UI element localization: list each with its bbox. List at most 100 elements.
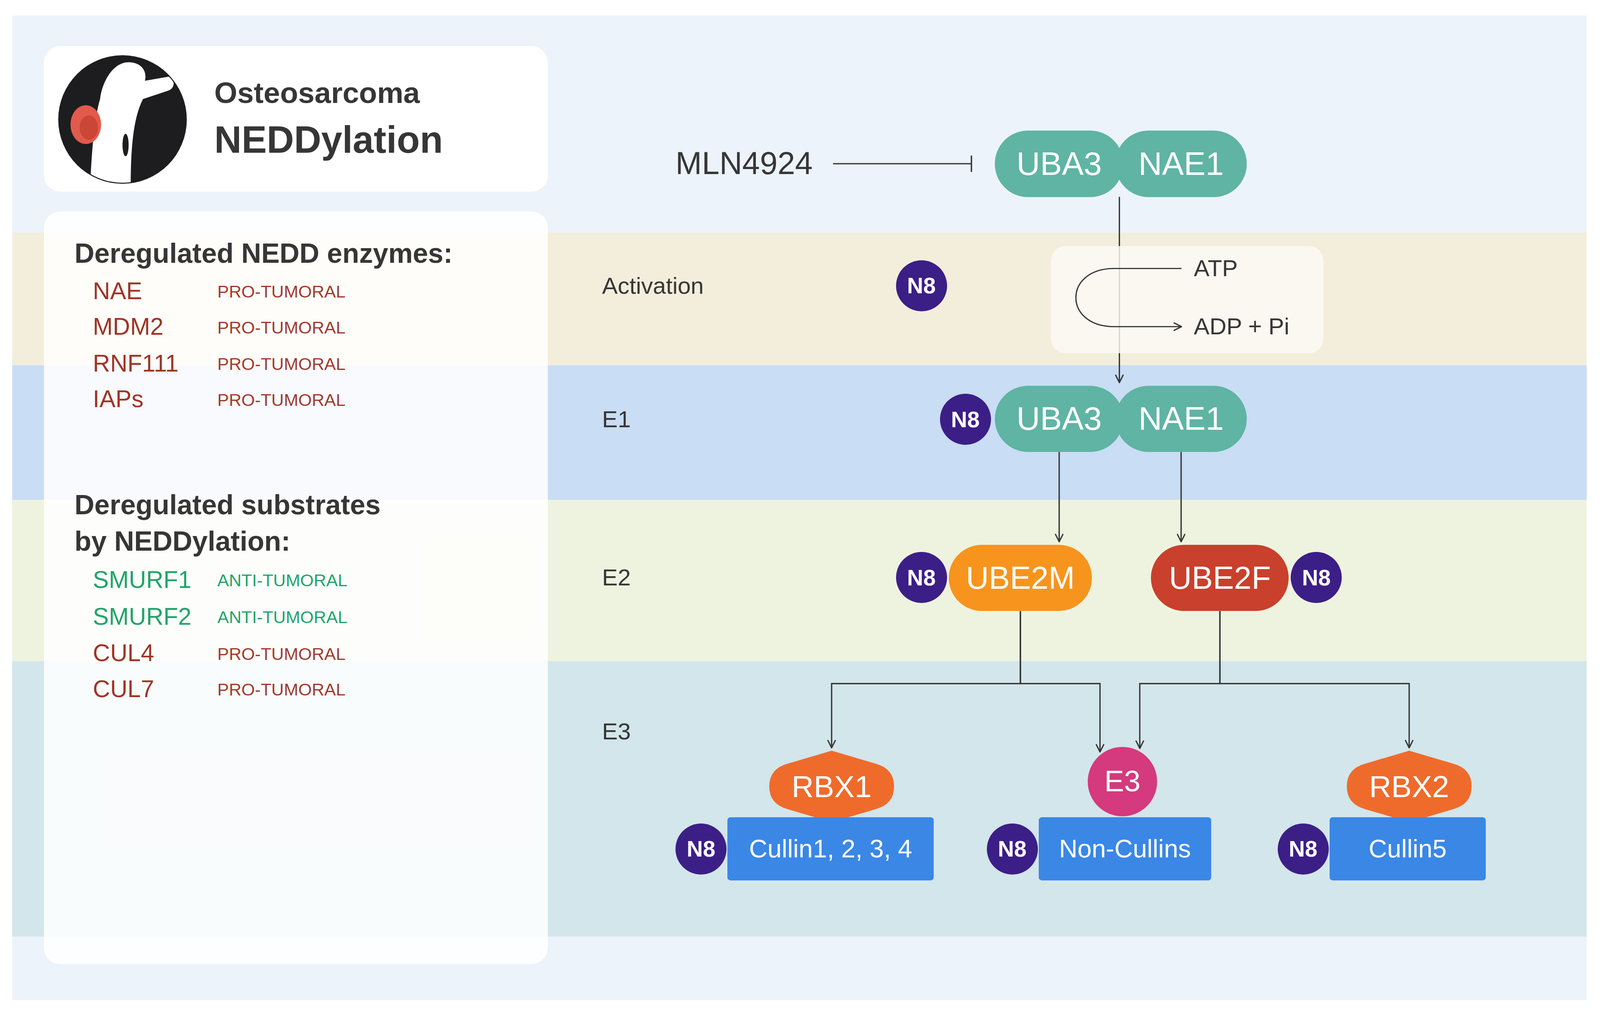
role-tag: PRO-TUMORAL: [217, 317, 346, 338]
node-text: RBX1: [791, 768, 872, 806]
text-slot: Deregulated NEDD enzymes:: [74, 236, 453, 270]
stage-label: E1: [601, 405, 631, 433]
tumor-core: [79, 115, 98, 140]
role-tag: ANTI-TUMORAL: [217, 607, 348, 627]
text-slot: NEDDylation: [214, 117, 443, 163]
node-text: N8: [950, 405, 980, 433]
energy-box: ATP ADP + Pi: [1050, 246, 1324, 354]
inhibition-line: [833, 163, 972, 165]
role-tag: PRO-TUMORAL: [217, 644, 346, 664]
stage-band: E2 N8 UBE2M UBE2F N8: [12, 500, 1587, 662]
text-slot: Deregulated substrates by NEDDylation:: [74, 486, 401, 560]
node-text: RBX2: [1369, 768, 1450, 806]
panel-heading: Deregulated substrates by NEDDylation:: [74, 486, 401, 560]
text-slot: PRO-TUMORAL: [217, 354, 346, 375]
drug-label: MLN4924: [675, 145, 813, 181]
nedd8-badge: N8: [675, 823, 727, 875]
text-slot: NAE: [92, 276, 143, 306]
gene-name: IAPs: [92, 385, 144, 413]
node-text: Non-Cullins: [1059, 833, 1192, 865]
node-text: E3: [1104, 763, 1141, 800]
info-panel: Deregulated NEDD enzymes: NAE PRO-TUMORAL M…: [43, 211, 548, 965]
nedd8-badge: N8: [1277, 823, 1329, 875]
node-text: Cullin1, 2, 3, 4: [749, 833, 913, 865]
e2-pill: UBE2M: [948, 544, 1092, 612]
stage-band: E1 N8 UBA3 NAE1: [12, 365, 1587, 501]
stage-band: E3RBX1N8Cullin1, 2, 3, 4E3N8Non-CullinsR…: [12, 661, 1587, 937]
role-tag: PRO-TUMORAL: [217, 390, 346, 410]
badge-fill: [1346, 750, 1472, 823]
enzyme-pill: NAE1: [1115, 385, 1248, 453]
node-text: N8: [1288, 835, 1318, 863]
role-tag: PRO-TUMORAL: [217, 354, 346, 375]
text-slot: MDM2: [92, 312, 164, 342]
connector: [1058, 452, 1060, 542]
ring-box-protein: RBX1: [769, 750, 894, 823]
nedd8-badge: N8: [1290, 552, 1342, 604]
enzyme-pill: NAE1: [1115, 130, 1248, 197]
tumor-mass: [70, 105, 101, 144]
circle-fill: [986, 823, 1038, 875]
node-text: N8: [686, 835, 716, 863]
cycle-path: [1076, 268, 1182, 327]
gene-name: NAE: [92, 277, 143, 304]
femur-shape: [89, 61, 174, 191]
gene-name: MDM2: [92, 313, 164, 340]
panel-heading: Deregulated NEDD enzymes:: [74, 237, 453, 269]
circle-fill: [939, 393, 992, 445]
text-slot: RNF111: [92, 349, 179, 378]
connector: [831, 611, 1021, 748]
node-text: N8: [997, 835, 1027, 863]
badge-fill: [769, 750, 894, 823]
text-slot: PRO-TUMORAL: [217, 389, 346, 411]
role-tag: PRO-TUMORAL: [217, 281, 346, 302]
connector: [1219, 611, 1410, 748]
e3-ligase-circle: E3: [1087, 747, 1158, 817]
title-card: OsteosarcomaNEDDylation: [43, 46, 548, 193]
role-tag: PRO-TUMORAL: [217, 679, 346, 700]
text-slot: ADP + Pi: [1194, 312, 1290, 341]
substrate-box: Cullin5: [1329, 817, 1486, 881]
circle-fill: [675, 823, 727, 875]
node-text: UBA3: [1016, 399, 1102, 439]
circle-fill: [896, 260, 948, 312]
nedd8-badge: N8: [939, 393, 992, 445]
text-slot: PRO-TUMORAL: [217, 679, 346, 701]
nedd8-badge: N8: [896, 260, 948, 312]
energy-label: ATP: [1194, 255, 1238, 282]
node-text: UBA3: [1016, 144, 1102, 184]
text-slot: PRO-TUMORAL: [217, 643, 346, 665]
node-text: NAE1: [1138, 144, 1224, 184]
stage-label: E2: [601, 564, 631, 591]
substrate-box: Non-Cullins: [1038, 817, 1212, 881]
connector: [1139, 611, 1220, 749]
substrate-box: Cullin1, 2, 3, 4: [727, 817, 934, 881]
circle-fill: [1290, 552, 1342, 604]
text-slot: E1: [601, 405, 631, 434]
role-tag: ANTI-TUMORAL: [217, 570, 348, 591]
text-slot: Osteosarcoma: [214, 74, 420, 111]
text-slot: SMURF1: [92, 565, 192, 594]
enzyme-pill: UBA3: [994, 130, 1124, 197]
text-slot: Activation: [601, 271, 704, 300]
node-text: N8: [906, 272, 936, 299]
gene-name: CUL7: [92, 675, 155, 702]
node-text: N8: [906, 564, 936, 591]
node-text: UBE2F: [1168, 559, 1272, 598]
enzyme-pill: UBA3: [994, 385, 1124, 453]
stage-band: Activation N8 ATP ADP + Pi: [12, 232, 1587, 366]
node-text: NAE1: [1138, 399, 1224, 439]
text-slot: CUL4: [92, 638, 155, 668]
connector: [1180, 452, 1182, 542]
label-slot: MLN4924: [675, 144, 813, 183]
node-text: Cullin5: [1368, 833, 1447, 865]
text-slot: ATP: [1194, 254, 1238, 283]
text-slot: ANTI-TUMORAL: [217, 606, 348, 628]
bone-notch: [122, 133, 129, 157]
text-slot: E2: [601, 563, 631, 592]
text-slot: E3: [601, 717, 631, 746]
text-slot: ANTI-TUMORAL: [217, 570, 348, 591]
gene-name: CUL4: [92, 639, 155, 667]
title-line: NEDDylation: [214, 118, 443, 161]
